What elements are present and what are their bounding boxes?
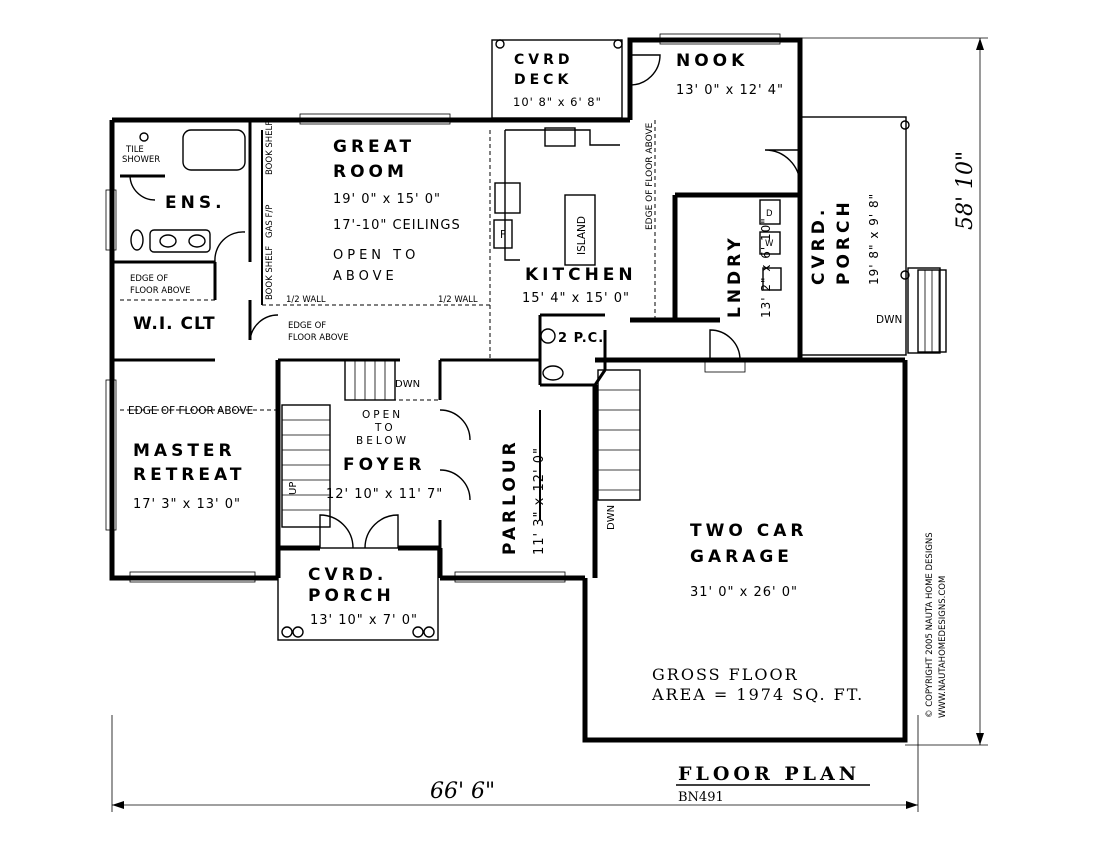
garage-label-1: TWO CAR <box>690 521 807 541</box>
edge-floor-above-master: EDGE OF FLOOR ABOVE <box>128 405 253 417</box>
master-label-1: MASTER <box>133 441 236 461</box>
copyright-line-2: WWW.NAUTAHOMEDESIGNS.COM <box>938 576 948 718</box>
tile-shower-label-1: TILE <box>125 145 144 155</box>
garage-label-2: GARAGE <box>690 547 793 567</box>
width-dimension: 66' 6" <box>430 779 495 804</box>
foyer-label: FOYER <box>343 455 425 475</box>
stairs <box>281 269 947 528</box>
wi-clt-label: W.I. CLT <box>133 314 216 334</box>
porch-outlines <box>277 39 941 641</box>
half-wall-left: 1/2 WALL <box>286 295 326 305</box>
nook-size: 13' 0" x 12' 4" <box>676 83 784 98</box>
nook-label: NOOK <box>676 51 748 71</box>
book-shelf-bottom: BOOK SHELF <box>265 246 275 300</box>
great-room-label-1: GREAT <box>333 137 415 157</box>
ens-label: ENS. <box>165 193 226 213</box>
plan-title: FLOOR PLAN <box>678 763 860 785</box>
plan-code: BN491 <box>678 790 724 805</box>
cvrd-deck-size: 10' 8" x 6' 8" <box>513 95 602 109</box>
columns <box>281 39 910 638</box>
side-porch-label-1: CVRD. <box>809 206 829 285</box>
edge-floor-above-ens-1: EDGE OF <box>130 274 168 284</box>
island <box>564 194 596 266</box>
depth-dimension: 58' 10" <box>953 151 978 230</box>
foyer-size: 12' 10" x 11' 7" <box>326 487 443 502</box>
tile-shower-label-2: SHOWER <box>122 155 160 165</box>
doors <box>129 54 801 549</box>
laundry-appliances <box>759 199 782 291</box>
windows <box>105 33 781 583</box>
dwn-label-side: DWN <box>876 314 902 326</box>
cvrd-deck-label-1: CVRD <box>514 52 574 68</box>
dryer-label: D <box>766 209 773 219</box>
kitchen-label: KITCHEN <box>525 265 637 285</box>
washer-label: W <box>765 239 774 249</box>
copyright-line-1: © COPYRIGHT 2005 NAUTA HOME DESIGNS <box>925 532 935 718</box>
great-room-ceilings: 17'-10" CEILINGS <box>333 218 461 233</box>
great-room-note-1: OPEN TO <box>333 248 419 263</box>
foyer-open-3: BELOW <box>356 435 409 447</box>
side-porch-size: 19' 8" x 9' 8" <box>867 193 881 285</box>
edge-floor-above-foyer-1: EDGE OF <box>288 321 326 331</box>
front-porch-size: 13' 10" x 7' 0" <box>310 613 418 628</box>
bath-fixtures <box>130 129 564 381</box>
foyer-open-1: OPEN <box>362 409 403 421</box>
master-label-2: RETREAT <box>133 465 245 485</box>
great-room-note-2: ABOVE <box>333 269 398 284</box>
fridge-label: F <box>500 229 506 241</box>
master-size: 17' 3" x 13' 0" <box>133 497 241 512</box>
edge-floor-above-foyer-2: FLOOR ABOVE <box>288 333 349 343</box>
edge-floor-above-kitchen: EDGE OF FLOOR ABOVE <box>645 122 655 230</box>
laundry-label: LNDRY <box>725 234 745 318</box>
laundry-size: 13' 2" x 6' 10" <box>759 217 773 318</box>
side-porch-label-2: PORCH <box>834 198 854 285</box>
half-wall-right: 1/2 WALL <box>438 295 478 305</box>
great-room-size: 19' 0" x 15' 0" <box>333 192 441 207</box>
edge-floor-above-ens-2: FLOOR ABOVE <box>130 286 191 296</box>
exterior-walls <box>109 37 908 743</box>
gas-fp-label: GAS F/P <box>265 205 275 238</box>
kitchen-size: 15' 4" x 15' 0" <box>522 291 630 306</box>
kitchen-counters <box>493 127 620 266</box>
dwn-label-garage: DWN <box>606 505 617 530</box>
great-room-label-2: ROOM <box>333 162 408 182</box>
gross-floor-line-1: GROSS FLOOR <box>652 665 799 684</box>
parlour-size: 11' 3" x 12' 0" <box>532 447 547 555</box>
front-porch-label-1: CVRD. <box>308 565 387 585</box>
dimension-lines <box>111 37 988 812</box>
dwn-label-foyer: DWN <box>395 379 420 390</box>
gross-floor-line-2: AREA = 1974 SQ. FT. <box>651 685 864 704</box>
powder-label: 2 P.C. <box>558 331 604 346</box>
parlour-label: PARLOUR <box>500 438 520 555</box>
front-porch-label-2: PORCH <box>308 586 395 606</box>
cvrd-deck-label-2: DECK <box>514 72 572 88</box>
garage-size: 31' 0" x 26' 0" <box>690 585 798 600</box>
interior-walls <box>112 120 607 548</box>
island-label: ISLAND <box>576 216 588 255</box>
foyer-open-2: TO <box>374 422 396 434</box>
up-label: UP <box>288 482 299 495</box>
book-shelf-top: BOOK SHELF <box>265 121 275 175</box>
